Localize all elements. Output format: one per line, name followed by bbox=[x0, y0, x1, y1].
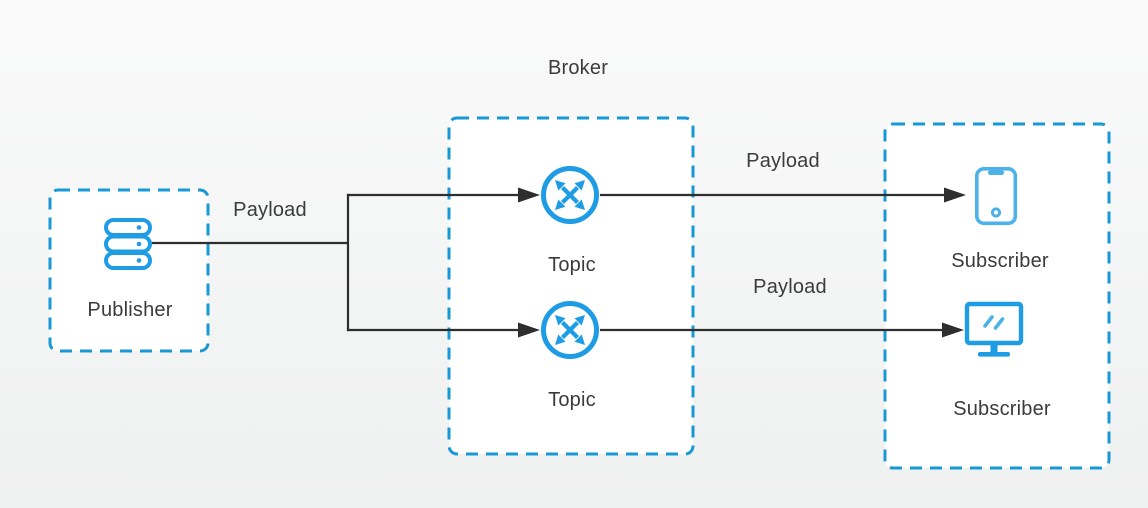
edge-label-payload-bottom: Payload bbox=[753, 276, 827, 298]
arrowhead-into-subscriber1 bbox=[944, 187, 966, 203]
monitor-icon bbox=[964, 301, 1024, 357]
publisher-node-label: Publisher bbox=[87, 299, 173, 321]
arrowhead-into-subscriber2 bbox=[942, 322, 964, 338]
publisher-group-box bbox=[48, 188, 210, 353]
subscriber-group-box bbox=[883, 122, 1111, 470]
broker-group-title: Broker bbox=[547, 57, 609, 79]
subscriber1-node-label: Subscriber bbox=[951, 250, 1049, 272]
edge-label-payload-top: Payload bbox=[746, 150, 820, 172]
smartphone-icon bbox=[974, 166, 1018, 226]
router-icon bbox=[544, 304, 597, 357]
topic2-node-label: Topic bbox=[548, 389, 596, 411]
broker-group-box bbox=[447, 116, 695, 456]
router-icon bbox=[544, 169, 597, 222]
database-stack-icon bbox=[104, 218, 152, 270]
subscriber2-node-label: Subscriber bbox=[953, 398, 1051, 420]
topic1-node-label: Topic bbox=[548, 254, 596, 276]
edge-label-payload-publisher: Payload bbox=[233, 199, 307, 221]
arrowhead-into-topic2 bbox=[518, 322, 540, 338]
arrowhead-into-topic1 bbox=[518, 187, 540, 203]
